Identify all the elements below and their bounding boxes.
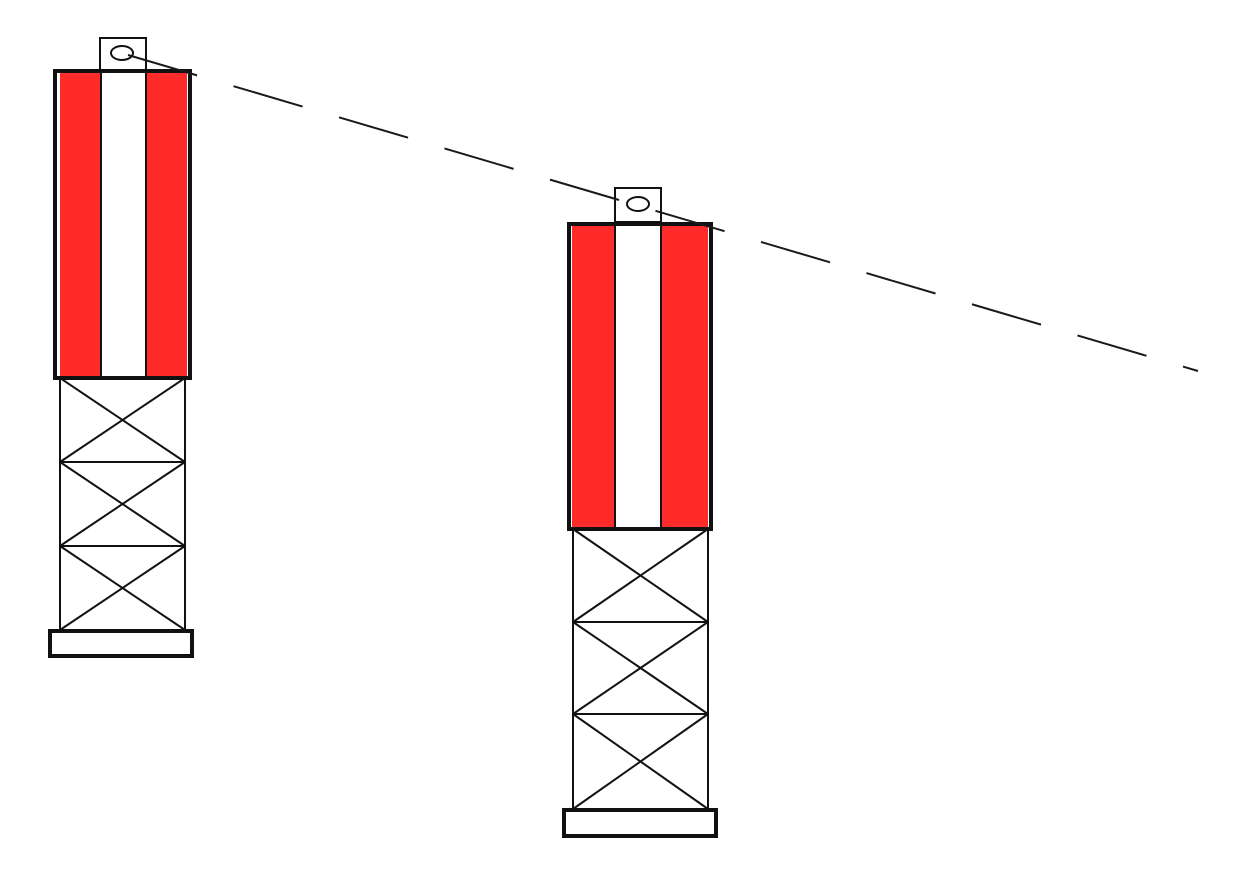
left-daymark-stripe-left: [60, 71, 101, 378]
leading-line: [127, 54, 1199, 372]
right-daymark-stripe-right: [661, 224, 708, 529]
right-lattice: [572, 528, 709, 810]
right-daymark-stripe-left: [572, 224, 615, 529]
left-lattice-brace: [59, 461, 186, 547]
left-daymark: [53, 69, 192, 380]
left-lattice-brace: [59, 545, 186, 631]
right-lattice-brace: [572, 528, 709, 623]
left-base: [48, 629, 194, 658]
left-lattice-brace: [59, 377, 186, 463]
right-daymark: [567, 222, 713, 531]
right-lamp-icon: [626, 196, 650, 212]
left-daymark-stripe-right: [146, 71, 187, 378]
left-tower: [48, 37, 194, 658]
right-lattice-brace: [572, 621, 709, 715]
left-lattice: [59, 377, 186, 631]
right-base: [562, 808, 718, 838]
left-lamp-icon: [110, 45, 134, 61]
right-lattice-brace: [572, 713, 709, 810]
right-tower: [562, 187, 718, 838]
